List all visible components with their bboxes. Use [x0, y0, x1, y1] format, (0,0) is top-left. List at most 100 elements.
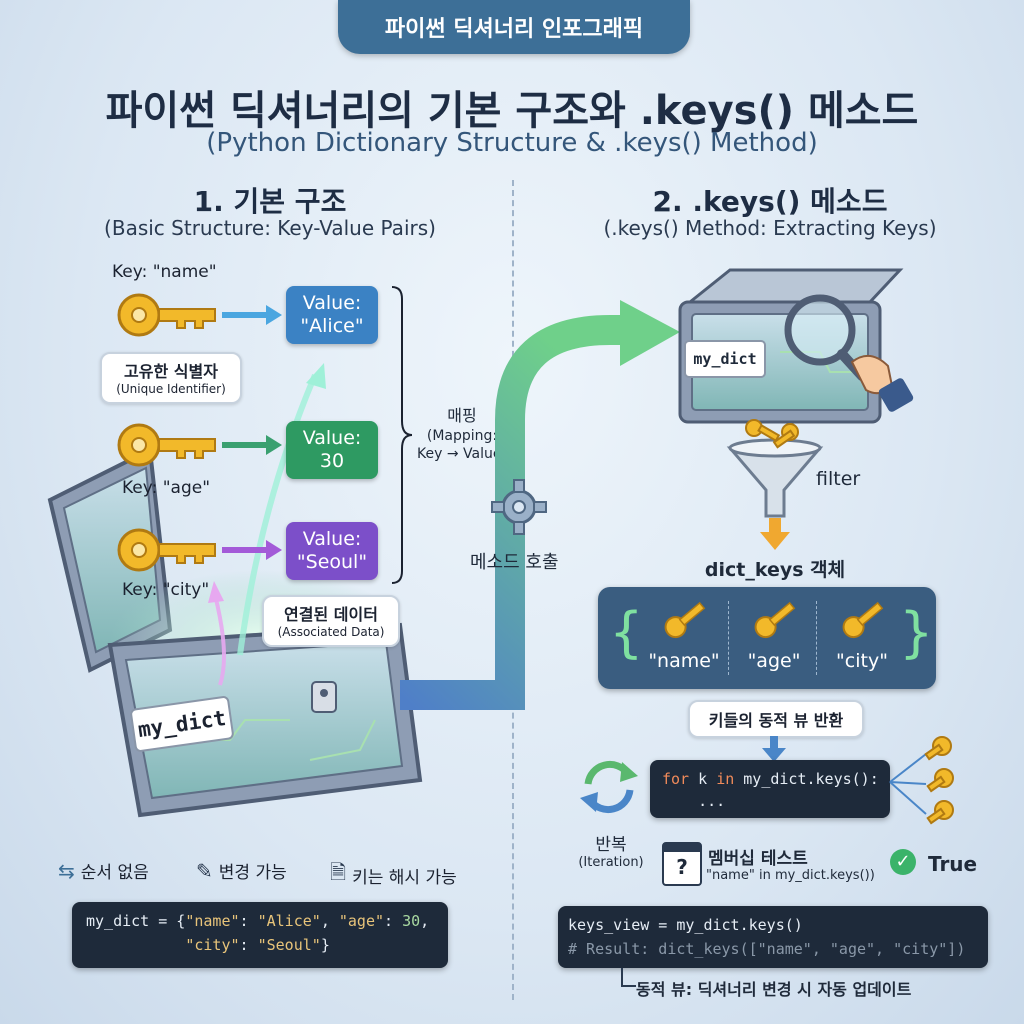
down-arrow-icon [760, 518, 790, 550]
inspected-chest-label: my_dict [684, 340, 766, 378]
code-token: for [662, 770, 690, 788]
code-token: : [384, 912, 403, 930]
key-icon [664, 601, 706, 639]
dict-keys-object-label: dict_keys 객체 [704, 559, 846, 581]
code-token: , [420, 912, 430, 930]
dynamic-view-callout: 키들의 동적 뷰 반환 [688, 700, 864, 738]
edit-icon: ✎ [196, 858, 213, 883]
membership-test-title: 멤버십 테스트 [708, 849, 808, 869]
dict-key-item: "city" [814, 595, 910, 672]
code-token: , [320, 912, 339, 930]
keys-divider [728, 601, 729, 675]
key-icon [117, 528, 216, 572]
for-loop-code: for k in my_dict.keys(): ... [650, 760, 890, 818]
key-city-label: Key: "city" [122, 580, 210, 600]
check-icon: ✓ [890, 849, 916, 875]
code-token: "Seoul" [257, 936, 321, 954]
feature-hashable: 🗎 키는 해시 가능 [330, 858, 457, 892]
code-token: } [320, 936, 330, 954]
rising-arrows [208, 363, 326, 686]
unordered-icon: ⇆ [58, 858, 75, 883]
code-token: my_dict.keys(): [734, 770, 879, 788]
key-age-label: Key: "age" [122, 478, 211, 498]
feature-mutable-label: 변경 가능 [218, 863, 287, 883]
dict-key-item: "name" [636, 595, 732, 672]
iteration-label: 반복 (Iteration) [566, 830, 656, 870]
arrow-right-icon [222, 540, 282, 560]
treasure-chest-illustration [47, 446, 423, 818]
code-token: k [689, 770, 717, 788]
mapping-bracket [391, 286, 413, 584]
page-subtitle: (Python Dictionary Structure & .keys() M… [206, 128, 818, 158]
code-token: "age" [338, 912, 385, 930]
unique-identifier-en: (Unique Identifier) [116, 382, 226, 396]
feature-unordered: ⇆ 순서 없음 [58, 858, 149, 884]
mapping-en-2: Key → Value) [417, 446, 507, 463]
feature-mutable: ✎ 변경 가능 [196, 858, 287, 884]
associated-data-callout: 연결된 데이터 (Associated Data) [262, 595, 400, 647]
code-comment: # Result: dict_keys(["name", "age", "cit… [568, 940, 966, 958]
membership-test-expr: "name" in my_dict.keys()) [706, 868, 875, 883]
key-icon [842, 601, 884, 639]
value-box-value: "Seoul" [296, 551, 368, 573]
code-token: "Alice" [257, 912, 321, 930]
code-token: "name" [185, 912, 240, 930]
dict-key-text: "city" [836, 650, 888, 672]
dict-keys-box: { } "name" "age" "city" [598, 587, 936, 689]
gear-icon [491, 479, 547, 535]
document-icon: 🗎 [330, 860, 347, 884]
page-title: 파이썬 딕셔너리의 기본 구조와 .keys() 메소드 [105, 88, 919, 134]
value-box-30: Value: 30 [286, 421, 378, 479]
key-icon [117, 293, 216, 337]
dict-key-item: "age" [726, 595, 822, 672]
feature-hashable-label: 키는 해시 가능 [352, 867, 457, 888]
key-icon [117, 423, 216, 467]
filter-label: filter [816, 468, 861, 490]
method-call-arrow [400, 300, 680, 710]
iteration-keys-icon [889, 736, 954, 825]
mapping-callout: 매핑 (Mapping: Key → Value) [410, 405, 514, 464]
code-line: keys_view = my_dict.keys() [568, 916, 803, 934]
mapping-ko: 매핑 [447, 406, 477, 425]
code-token: : [239, 936, 258, 954]
magnifier-icon [784, 294, 914, 412]
associated-data-en: (Associated Data) [277, 625, 385, 639]
value-box-label: Value: [302, 528, 362, 551]
value-box-label: Value: [302, 427, 362, 450]
pointer-corner-icon [621, 968, 636, 987]
brace-left-icon: { [610, 601, 643, 664]
brace-right-icon: } [900, 601, 933, 664]
code-token: : [239, 912, 258, 930]
funnel-icon [726, 419, 824, 518]
refresh-icon [580, 761, 638, 813]
value-box-alice: Value: "Alice" [286, 286, 378, 344]
value-box-label: Value: [302, 292, 362, 315]
right-section-subtitle: (.keys() Method: Extracting Keys) [603, 216, 937, 240]
mapping-en-1: (Mapping: [426, 427, 498, 444]
feature-unordered-label: 순서 없음 [80, 863, 149, 883]
keys-view-code: keys_view = my_dict.keys() # Result: dic… [558, 906, 988, 968]
arrow-right-icon [222, 305, 282, 325]
code-token: my_dict = { [86, 912, 186, 930]
dict-key-text: "name" [648, 650, 720, 672]
dict-definition-code: my_dict = {"name": "Alice", "age": 30, "… [72, 902, 448, 968]
question-window-icon: ? [662, 842, 702, 886]
unique-identifier-ko: 고유한 식별자 [124, 362, 218, 381]
dynamic-view-footnote: 동적 뷰: 딕셔너리 변경 시 자동 업데이트 [636, 980, 912, 999]
key-icon [754, 601, 796, 639]
iteration-ko: 반복 [595, 835, 627, 855]
right-section-title: 2. .keys() 메소드 [652, 185, 888, 218]
code-token [86, 936, 185, 954]
left-section-title: 1. 기본 구조 [193, 185, 347, 218]
header-badge: 파이썬 딕셔너리 인포그래픽 [338, 0, 690, 54]
value-box-value: 30 [319, 450, 345, 472]
method-call-label: 메소드 호출 [470, 552, 559, 573]
code-token: in [716, 770, 735, 788]
code-token: 30 [402, 912, 421, 930]
left-section-subtitle: (Basic Structure: Key-Value Pairs) [104, 216, 436, 240]
iteration-en: (Iteration) [578, 855, 644, 870]
arrow-right-icon [222, 435, 282, 455]
dict-key-text: "age" [747, 650, 801, 672]
code-token: "city" [185, 936, 240, 954]
value-box-value: "Alice" [300, 315, 364, 337]
